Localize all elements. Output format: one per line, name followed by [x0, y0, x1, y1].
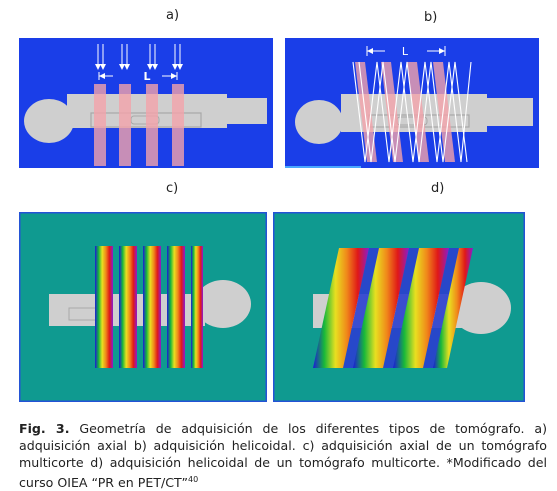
axial-slice [146, 84, 158, 166]
beam-arrows [97, 44, 181, 66]
panel-c-axial-multislice-diagram [19, 212, 267, 402]
panel-a-axial-diagram: L [19, 38, 273, 168]
axial-slice [172, 84, 184, 166]
figure-label: Fig. 3. [19, 421, 70, 436]
figure-caption-text: Geometría de adquisición de los diferent… [19, 421, 547, 490]
panel-d-helical-multislice-diagram [273, 212, 525, 402]
panel-b-label: b) [424, 10, 438, 25]
panel-a-label: a) [166, 8, 180, 23]
panel-d-label: d) [431, 181, 445, 196]
figure-caption: Fig. 3. Geometría de adquisición de los … [19, 420, 547, 491]
patient-head [295, 100, 343, 144]
patient-head [451, 282, 511, 334]
multislice-rings [95, 246, 203, 368]
axial-slice [119, 84, 131, 166]
length-label: L [143, 70, 150, 83]
table-slab [483, 98, 533, 126]
patient-head [24, 99, 74, 143]
multislice-helix-front [313, 248, 473, 368]
axial-slice [94, 84, 106, 166]
helix-outline [352, 61, 472, 163]
patient-head [195, 280, 251, 328]
panel-c-label: c) [166, 181, 179, 196]
panel-b-helical-diagram: L [285, 38, 539, 168]
reference-number: 40 [188, 475, 199, 484]
length-label: L [402, 45, 409, 58]
